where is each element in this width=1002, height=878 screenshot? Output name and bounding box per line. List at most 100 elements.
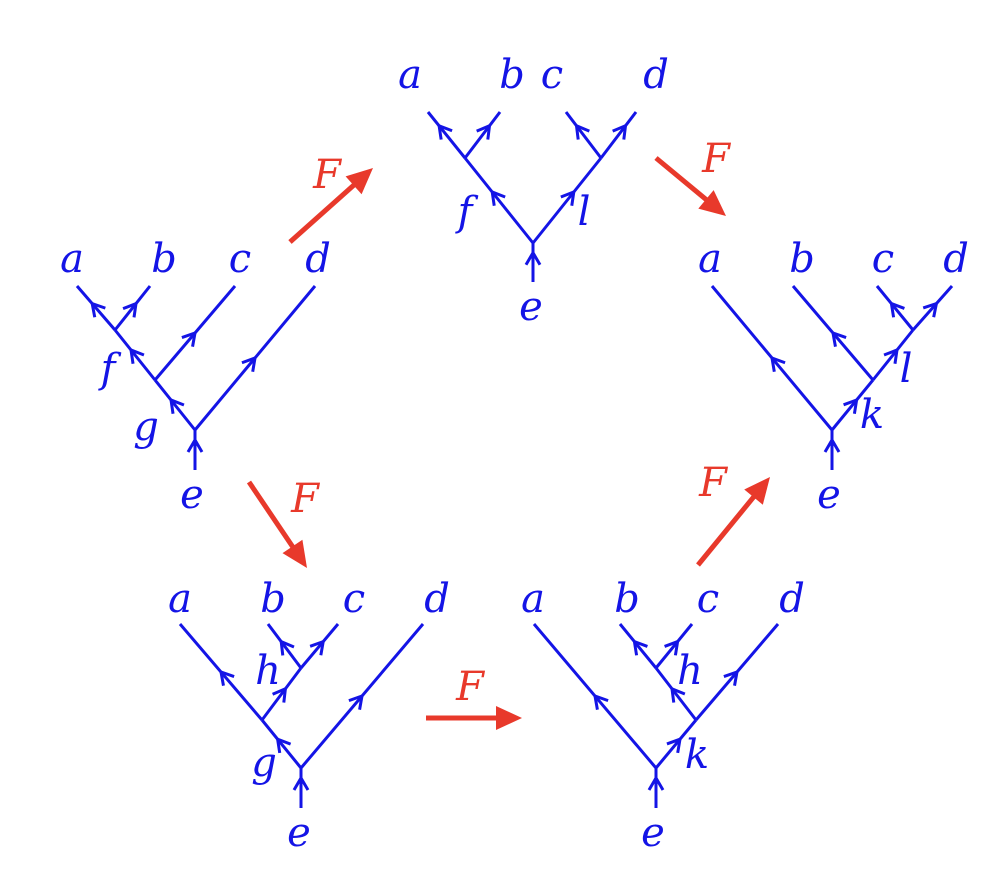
leaf-a-label: a	[698, 236, 722, 282]
internal-g-edge	[260, 719, 303, 769]
node-g-label: g	[251, 740, 277, 786]
leaf-d-label: d	[643, 52, 669, 98]
node-f-label: f	[455, 189, 479, 235]
leaf-c-label: c	[872, 236, 894, 282]
root-direction-marker	[823, 437, 841, 453]
internal-f-edge	[463, 157, 535, 244]
branch-a-direction-marker	[437, 123, 453, 140]
internal-h-direction-marker	[670, 686, 686, 703]
internal-k-direction-marker	[843, 397, 859, 414]
branch-a-direction-marker	[219, 669, 235, 686]
branch-a-direction-marker	[770, 355, 786, 372]
branch-d-direction-marker	[241, 355, 257, 372]
arrow-shaft	[288, 182, 357, 244]
branch-c-direction-marker	[181, 330, 197, 347]
leaf-c-label: c	[343, 576, 365, 622]
branch-b-direction-marker	[122, 301, 138, 318]
branch-a-edge	[75, 285, 117, 331]
transition-arrow-top-to-right: F	[654, 136, 731, 216]
branch-c-edge	[654, 623, 694, 669]
branch-b-direction-marker	[632, 639, 648, 656]
branch-b-direction-marker	[476, 123, 492, 140]
leaf-d-label: d	[305, 236, 331, 282]
leaf-b-label: b	[614, 576, 640, 622]
leaf-d-label: d	[779, 576, 805, 622]
node-h-label: h	[677, 648, 703, 694]
arrow-shaft	[654, 156, 710, 203]
leaf-a-label: a	[168, 576, 192, 622]
leaf-d-label: d	[424, 576, 450, 622]
leaf-a-label: a	[60, 236, 84, 282]
arrow-label-F: F	[455, 664, 485, 710]
node-l-label: l	[900, 346, 913, 392]
arrowhead-icon	[698, 190, 726, 216]
branch-d-direction-marker	[922, 301, 939, 318]
root-e-label: e	[287, 810, 311, 856]
branch-b-direction-marker	[831, 330, 847, 347]
root-e-label: e	[641, 810, 665, 856]
branch-c-edge	[299, 623, 340, 669]
internal-g-direction-marker	[275, 736, 292, 754]
branch-b-edge	[266, 623, 303, 669]
branch-c-edge	[564, 111, 603, 159]
branch-d-direction-marker	[348, 693, 364, 710]
arrow-shaft	[246, 480, 296, 550]
node-k-label: k	[685, 732, 709, 778]
leaf-a-label: a	[398, 52, 422, 98]
internal-f-direction-marker	[129, 347, 145, 364]
branch-d-direction-marker	[612, 123, 628, 140]
root-direction-marker	[647, 775, 665, 791]
root-direction-marker	[292, 775, 310, 791]
branch-a-edge	[426, 111, 467, 159]
internal-l-edge	[531, 157, 603, 244]
internal-h-edge	[260, 667, 303, 721]
branch-b-edge	[463, 111, 502, 159]
internal-k-direction-marker	[666, 736, 682, 754]
leaf-b-label: b	[151, 236, 177, 282]
leaf-c-label: c	[229, 236, 251, 282]
arrow-label-F: F	[698, 460, 728, 506]
tree-bottom-left: a b c d e hg	[168, 576, 450, 856]
branch-a-direction-marker	[90, 301, 106, 318]
internal-g-edge	[153, 379, 197, 431]
node-f-label: f	[98, 346, 122, 392]
branch-c-direction-marker	[309, 639, 326, 656]
leaf-c-label: c	[541, 52, 563, 98]
branch-c-direction-marker	[664, 639, 680, 656]
leaf-a-label: a	[521, 576, 545, 622]
tree-left: a b c d e fg	[60, 236, 331, 518]
arrow-label-F: F	[701, 136, 731, 182]
leaf-b-label: b	[499, 52, 525, 98]
node-k-label: k	[860, 392, 884, 438]
root-e-label: e	[519, 284, 543, 330]
internal-f-direction-marker	[490, 189, 506, 206]
branch-b-direction-marker	[279, 639, 295, 656]
branch-c-direction-marker	[574, 123, 590, 140]
branch-d-edge	[599, 111, 638, 159]
arrow-shaft	[696, 493, 757, 567]
node-h-label: h	[255, 648, 281, 694]
node-g-label: g	[133, 404, 159, 450]
arrowhead-icon	[345, 168, 373, 195]
transition-arrow-bottom-left-to-bottom-right: F	[426, 664, 522, 730]
branch-d-direction-marker	[723, 669, 739, 686]
internal-l-edge	[871, 329, 915, 381]
transition-arrow-bottom-right-to-right: F	[696, 460, 770, 567]
leaf-d-label: d	[943, 236, 969, 282]
root-e-label: e	[180, 472, 204, 518]
leaf-b-label: b	[789, 236, 815, 282]
branch-c-direction-marker	[889, 301, 905, 318]
internal-k-edge	[654, 719, 698, 769]
branch-d-edge	[911, 285, 954, 331]
arrowhead-icon	[496, 706, 522, 730]
branch-b-edge	[618, 623, 658, 669]
transition-arrow-left-to-top: F	[288, 152, 373, 244]
leaf-b-label: b	[260, 576, 286, 622]
arrowhead-icon	[282, 539, 307, 568]
arrowhead-icon	[744, 477, 770, 505]
internal-g-direction-marker	[169, 397, 185, 414]
